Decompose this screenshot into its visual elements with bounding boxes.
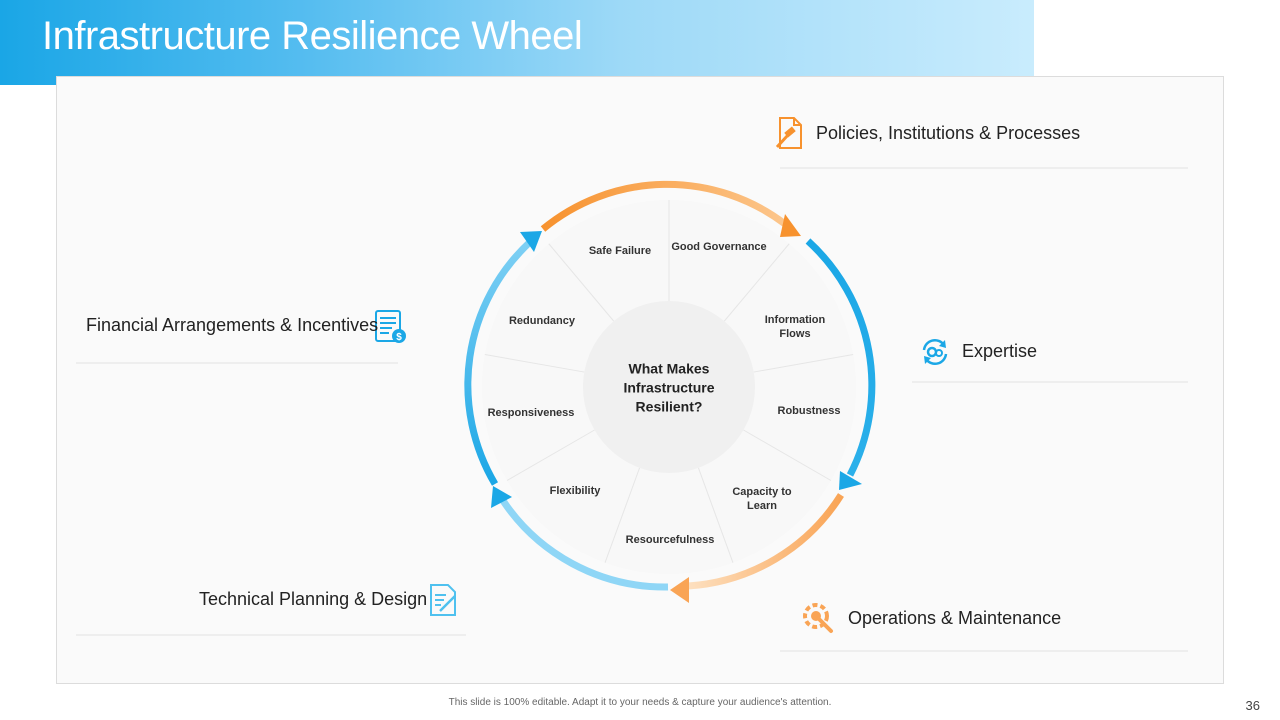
sector-divider	[743, 429, 832, 481]
sector-safe-failure: Safe Failure	[588, 245, 652, 257]
pillar-technical: Technical Planning & Design	[199, 589, 428, 609]
wheel-center-question: What Makes Infrastructure Resilient?	[623, 360, 715, 415]
pillar-expertise: Expertise	[962, 341, 1038, 361]
pillar-policies: Policies, Institutions & Processes	[816, 123, 1081, 143]
svg-text:$: $	[396, 332, 402, 343]
sector-divider	[548, 243, 615, 322]
title-band	[0, 0, 1034, 85]
pillar-operations: Operations & Maintenance	[848, 608, 1062, 628]
arrowhead-top-left	[520, 231, 542, 252]
arc-right-blue	[805, 238, 876, 477]
sector-capacity-to-learn: Capacity to Learn	[732, 486, 792, 512]
sector-robustness: Robustness	[777, 405, 841, 417]
wrench-gear-icon	[803, 603, 833, 633]
sector-divider	[697, 467, 734, 563]
sector-resourcefulness: Resourcefulness	[625, 534, 715, 546]
sector-divider	[723, 243, 790, 322]
sector-divider	[753, 354, 854, 373]
center-hub	[583, 301, 755, 473]
sector-divider	[506, 429, 595, 481]
arc-bottom-left-blue	[497, 494, 669, 591]
arc-left-blue	[464, 239, 533, 486]
gavel-icon	[775, 117, 802, 149]
arrowhead-right	[839, 471, 862, 490]
arc-top-orange	[540, 180, 788, 232]
sector-flexibility: Flexibility	[549, 485, 601, 497]
arrowhead-bottom	[670, 577, 689, 603]
arrowhead-left	[491, 486, 512, 508]
sector-good-governance: Good Governance	[671, 241, 767, 253]
slide-footer: This slide is 100% editable. Adapt it to…	[448, 697, 832, 708]
sector-information-flows: Information Flows	[764, 314, 826, 340]
arrowhead-top	[780, 214, 801, 237]
sector-divider	[484, 354, 585, 373]
gears-refresh-icon	[922, 338, 948, 366]
slide-title: Infrastructure Resilience Wheel	[42, 14, 583, 58]
sector-divider	[604, 467, 641, 563]
sector-redundancy: Redundancy	[508, 315, 575, 327]
pillar-financial: Financial Arrangements & Incentives	[86, 315, 379, 335]
design-document-icon	[430, 584, 456, 616]
page-number: 36	[1245, 698, 1260, 713]
sector-responsiveness: Responsiveness	[487, 407, 575, 419]
arc-bottom-orange	[687, 493, 844, 590]
financial-document-icon: $	[375, 310, 406, 343]
